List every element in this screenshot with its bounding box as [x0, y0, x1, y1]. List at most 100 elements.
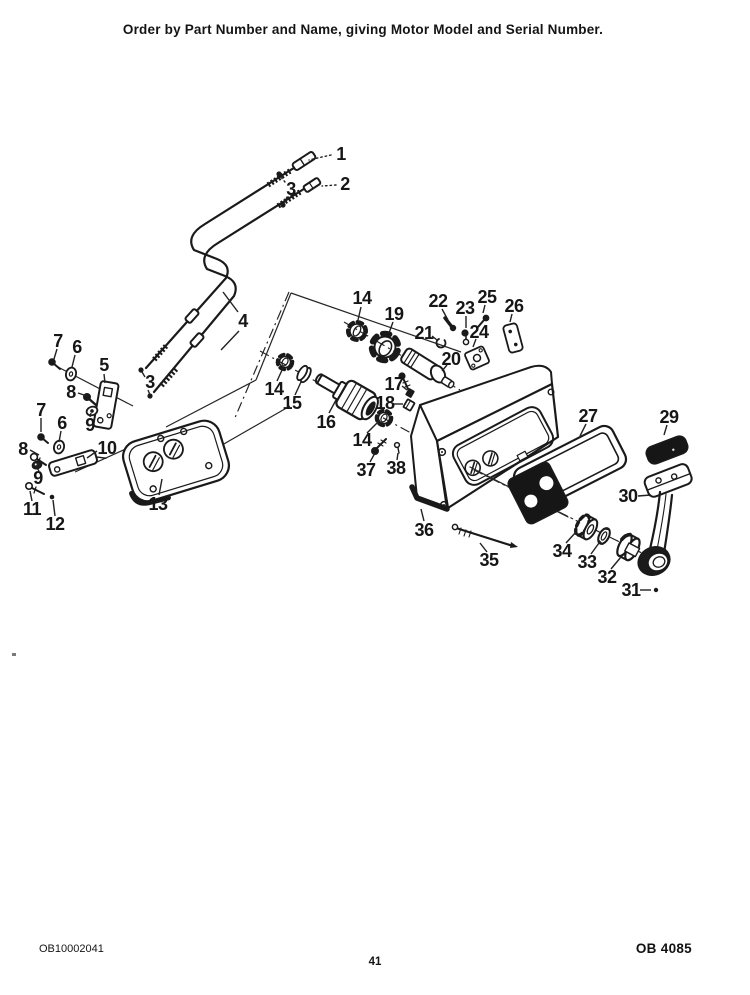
- leader-line-part-22: [441, 308, 449, 321]
- cable-connector-1: [291, 151, 317, 171]
- panel-notch: [516, 450, 529, 462]
- part-label-15: 15: [282, 393, 302, 413]
- leader-line-part-6: [58, 430, 62, 443]
- screw-22: [443, 316, 457, 332]
- leader-line-part-15: [294, 381, 302, 396]
- clamp-bracket-24: [464, 345, 490, 371]
- leader-line-part-25: [482, 304, 486, 314]
- part-label-5: 5: [99, 355, 109, 375]
- leader-line-part-33: [590, 542, 600, 555]
- washer-6a: [64, 366, 78, 382]
- part-label-3: 3: [145, 372, 155, 392]
- part-label-27: 27: [578, 406, 598, 426]
- assembly-axis: [473, 469, 651, 558]
- ring-nut-14b: [275, 352, 295, 372]
- part-label-29: 29: [659, 407, 679, 427]
- knurled-nut-34: [573, 513, 599, 541]
- part-label-8: 8: [18, 439, 28, 459]
- rubber-pad-29: [645, 435, 689, 465]
- part-label-31: 31: [621, 580, 641, 600]
- leader-line-part-34: [565, 531, 577, 544]
- faceplate-decal: [507, 461, 569, 525]
- leader-line-part-27: [579, 423, 587, 437]
- scan-artifact: [12, 653, 16, 656]
- part-label-1: 1: [336, 144, 346, 164]
- part-label-23: 23: [455, 298, 475, 318]
- leader-line-part-4: [222, 291, 239, 313]
- leader-line-part-30: [637, 494, 652, 497]
- bracket-plate-5: [92, 380, 120, 430]
- part-label-12: 12: [45, 514, 65, 534]
- part-label-35: 35: [479, 550, 499, 570]
- upper-bracket-group: [48, 358, 120, 430]
- part-label-17: 17: [384, 374, 404, 394]
- lever-arm-30: [637, 463, 693, 576]
- leader-line-part-1: [308, 154, 332, 161]
- part-label-20: 20: [441, 349, 461, 369]
- ring-nut-14c: [374, 408, 394, 428]
- leader-line-part-38: [396, 452, 399, 461]
- leader-line-part-26: [509, 313, 513, 323]
- footer-page-number: 41: [368, 956, 382, 968]
- retainer-ring-21: [435, 337, 447, 349]
- header-note: Order by Part Number and Name, giving Mo…: [122, 22, 604, 37]
- pin-38: [393, 441, 401, 454]
- screw-and-washer-23: [461, 329, 470, 346]
- wave-washer-33: [597, 527, 611, 546]
- plate-hole: [163, 438, 184, 460]
- leader-line-part-20: [441, 364, 448, 372]
- part-label-7: 7: [53, 331, 63, 351]
- mounting-plate-13: [122, 419, 230, 506]
- control-housing-36: [409, 364, 560, 512]
- leader-line-part-5: [103, 373, 106, 384]
- housing-recessed-panel: [451, 406, 555, 486]
- housing-front-face: [435, 382, 560, 510]
- part-label-13: 13: [148, 494, 168, 514]
- bracket-plate-10: [47, 449, 107, 477]
- part-label-21: 21: [414, 323, 434, 343]
- part-label-14: 14: [352, 430, 372, 450]
- leader-line-part-9: [89, 412, 92, 418]
- cable-coupler: [184, 308, 200, 324]
- leader-line-part-4: [220, 330, 240, 351]
- leader-line-part-11: [29, 490, 33, 502]
- panel-hole: [482, 450, 499, 467]
- leader-line-part-16: [328, 399, 337, 414]
- leader-line-part-17: [401, 385, 408, 391]
- part-label-6: 6: [72, 337, 82, 357]
- part-label-33: 33: [577, 552, 597, 572]
- leader-line-part-36: [420, 508, 425, 522]
- screw-37: [371, 438, 387, 455]
- screw-31: [653, 587, 659, 593]
- part-label-30: 30: [618, 486, 638, 506]
- part-label-24: 24: [469, 322, 489, 342]
- part-label-14: 14: [264, 379, 284, 399]
- screw-11: [24, 481, 45, 495]
- part-label-22: 22: [428, 291, 448, 311]
- cable-coupler: [189, 332, 205, 348]
- leader-line-part-35: [479, 542, 488, 553]
- part-label-32: 32: [597, 567, 617, 587]
- plate-hole: [142, 451, 164, 473]
- leader-line-part-14: [276, 367, 284, 382]
- leader-line-part-3: [279, 175, 286, 183]
- footer-drawing-code: OB 4085: [635, 941, 692, 956]
- housing-top-face: [419, 364, 553, 442]
- part-label-11: 11: [23, 499, 42, 519]
- footer-doc-code: OB10002041: [39, 943, 104, 955]
- cylinder-stub: [440, 376, 455, 389]
- part-label-8: 8: [66, 382, 76, 402]
- leader-line-part-14: [357, 306, 362, 321]
- castellated-knob-19: [368, 330, 402, 364]
- part-label-18: 18: [375, 393, 395, 413]
- leader-line-part-2: [321, 184, 337, 187]
- leader-line-part-29: [663, 424, 668, 436]
- part-label-16: 16: [316, 412, 336, 432]
- part-label-38: 38: [386, 458, 406, 478]
- grommet-9a: [85, 405, 99, 417]
- part-label-14: 14: [352, 288, 372, 308]
- part-label-34: 34: [552, 541, 572, 561]
